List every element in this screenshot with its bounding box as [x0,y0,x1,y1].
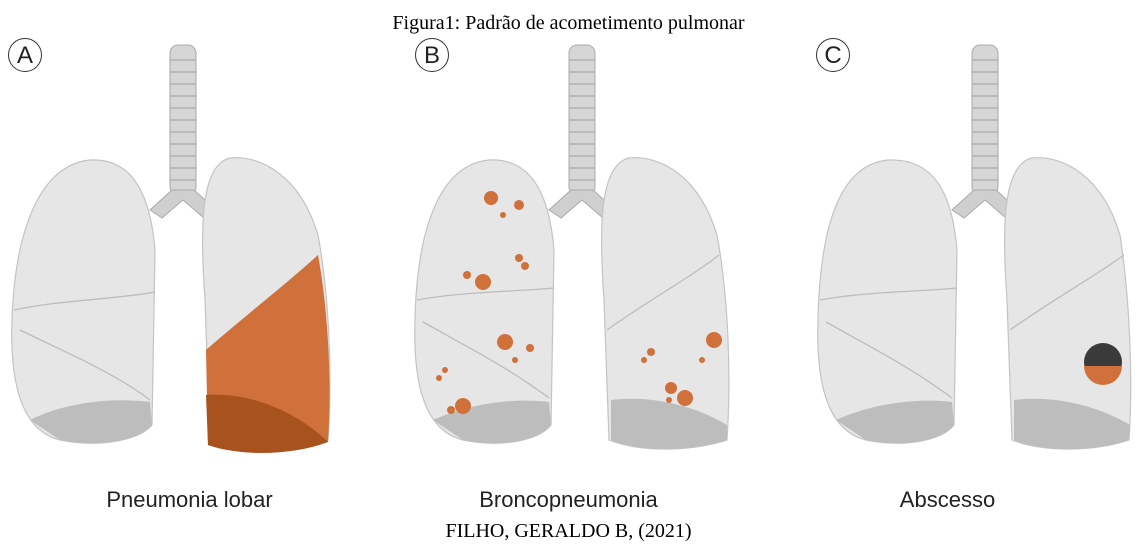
panel-bronchopneumonia: B Broncopneumonia [379,0,758,547]
panel-caption-a: Pneumonia lobar [0,487,379,513]
lungs-illustration-a [0,0,379,480]
panel-caption-c: Abscesso [758,487,1137,513]
panel-abscess: C Abscesso [758,0,1137,547]
lungs-illustration-c [758,0,1137,480]
right-lung [415,160,554,443]
panel-caption-b: Broncopneumonia [379,487,758,513]
right-lung [818,160,957,443]
abscess-cavity [1084,343,1122,385]
panel-lobar-pneumonia: A Pneumonia lobar [0,0,379,547]
figure-credit: FILHO, GERALDO B, (2021) [0,520,1137,543]
lungs-illustration-b [379,0,758,480]
